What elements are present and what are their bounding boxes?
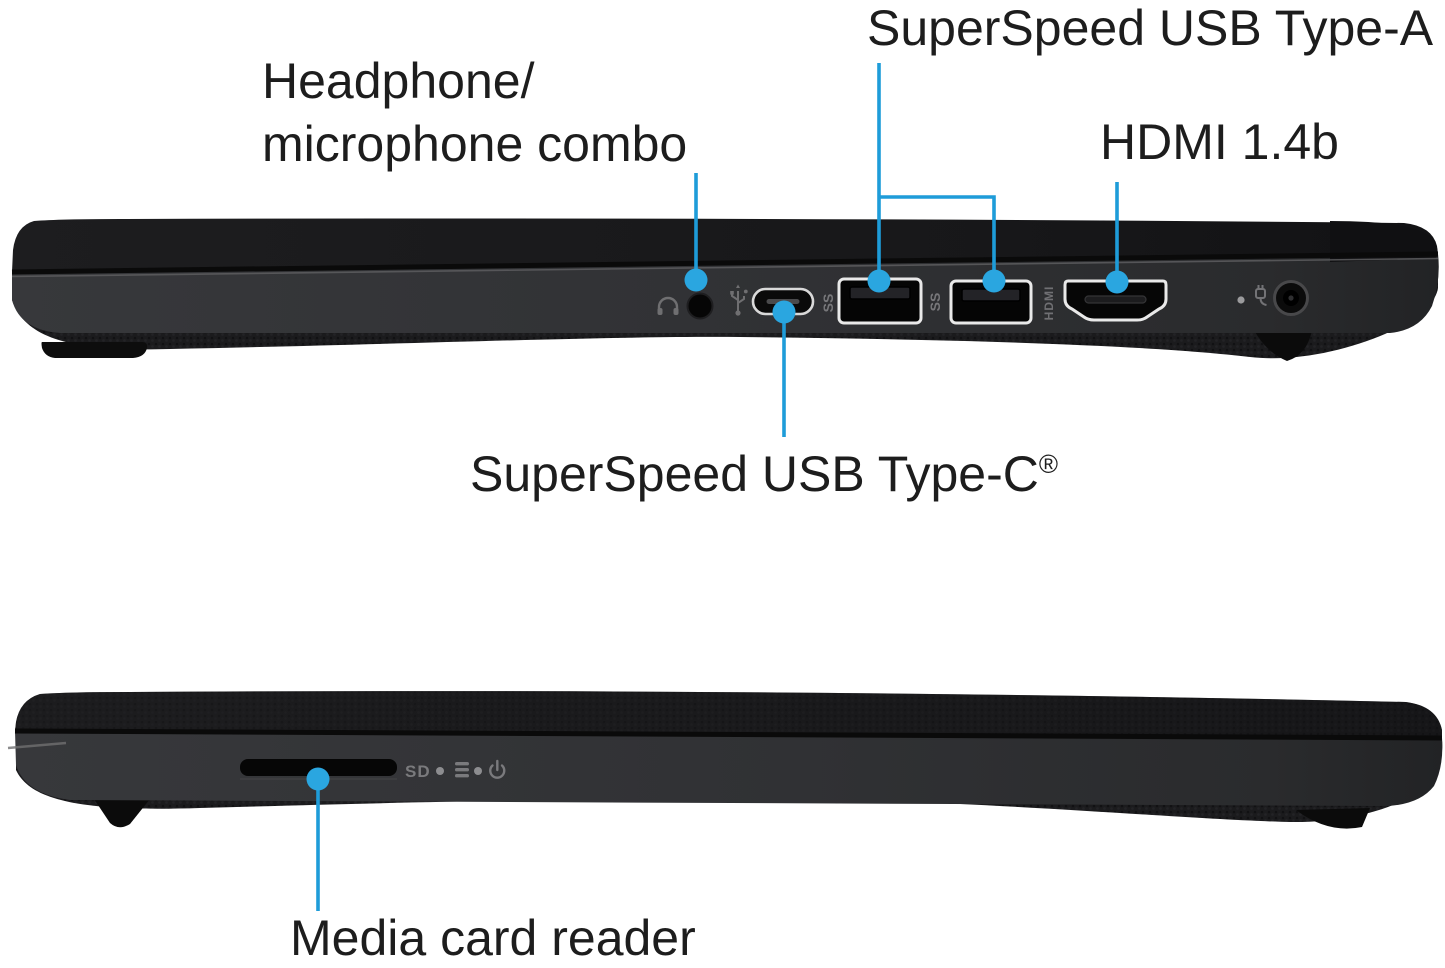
usb-icon	[730, 284, 748, 316]
usb-a-port-2	[949, 279, 1033, 325]
top-laptop-chassis-seam	[11, 251, 1439, 275]
power-jack	[1273, 280, 1309, 316]
superspeed-usb-marking-2: SS	[927, 293, 943, 312]
top-laptop-foot-left	[41, 342, 148, 358]
top-laptop-side-view: SS SS HDMI	[11, 218, 1439, 361]
callout-lines	[316, 63, 1119, 911]
label-headphone-line2: microphone combo	[262, 116, 688, 172]
bottom-laptop-seam-highlight	[7, 741, 67, 750]
bottom-laptop-chassis-seam	[14, 728, 1443, 741]
callout-dot-usb-a-2	[982, 269, 1006, 293]
label-superspeed-usb-type-a: SuperSpeed USB Type-A	[867, 0, 1434, 56]
power-led	[1237, 296, 1245, 304]
drive-activity-led	[436, 767, 444, 775]
bottom-laptop-base	[15, 731, 1443, 806]
top-laptop-lid	[12, 218, 1438, 272]
bottom-laptop-foot-left	[94, 799, 150, 828]
drive-activity-icon	[455, 762, 469, 778]
usb-a-port-1	[837, 277, 923, 325]
top-laptop-foot-right	[1254, 330, 1312, 361]
sd-card-slot	[240, 759, 397, 776]
headphone-jack-rim	[686, 292, 714, 320]
label-headphone-line1: Headphone/	[262, 53, 535, 109]
top-laptop-seam-highlight	[11, 257, 1439, 278]
top-laptop-lid-nose	[1330, 221, 1438, 262]
headphone-jack	[687, 293, 713, 319]
sd-marking: SD	[405, 762, 431, 781]
power-led-2	[474, 767, 482, 775]
callout-dot-usb-a-1	[867, 269, 891, 293]
callout-dot-media-card	[306, 767, 330, 791]
callout-dot-hdmi	[1105, 270, 1129, 294]
callout-dots	[306, 268, 1129, 791]
callout-dot-headphone	[684, 268, 708, 292]
superspeed-usb-marking-1: SS	[820, 294, 836, 313]
hdmi-port-marking: HDMI	[1042, 286, 1056, 321]
label-media-card-reader: Media card reader	[290, 910, 696, 966]
label-usb-c-text: SuperSpeed USB Type-C	[470, 446, 1039, 502]
label-headphone-microphone-combo: Headphone/ microphone combo	[262, 50, 687, 176]
hdmi-port	[1063, 279, 1168, 322]
headphone-icon	[657, 296, 679, 315]
ac-adapter-icon	[1255, 285, 1267, 306]
callout-line-usb-a-bracket	[877, 63, 996, 277]
label-superspeed-usb-type-c: SuperSpeed USB Type-C®	[470, 446, 1058, 502]
callout-dot-usb-c	[772, 300, 796, 324]
registered-trademark-symbol: ®	[1038, 449, 1059, 479]
bottom-laptop-foot-right	[1296, 808, 1370, 829]
bottom-laptop-lid-texture	[15, 691, 1442, 738]
power-symbol-icon	[489, 759, 506, 779]
label-hdmi-14b: HDMI 1.4b	[1100, 114, 1339, 170]
bottom-laptop-side-view: SD	[7, 691, 1443, 829]
